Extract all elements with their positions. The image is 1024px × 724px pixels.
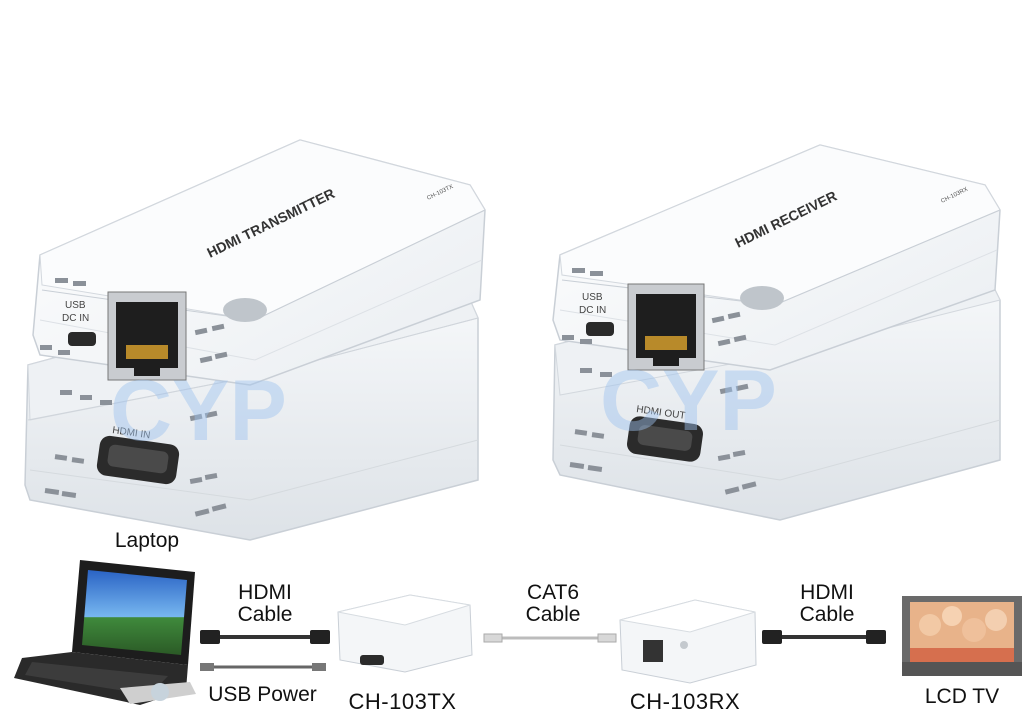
usb-label-line1: USB <box>582 292 603 303</box>
usb-label-line1: USB <box>65 300 86 311</box>
lcd-tv-image <box>902 596 1022 676</box>
laptop-label: Laptop <box>114 529 180 552</box>
usb-power-label: USB Power <box>208 683 317 706</box>
usb-dc-in-port <box>586 322 614 336</box>
hdmi-cable-left <box>200 630 330 644</box>
hdmi-cable-left-label-1: HDMI <box>238 581 292 604</box>
hdmi-cable-right <box>762 630 886 644</box>
laptop-image <box>14 560 196 705</box>
receiver-top-view: HDMI RECEIVER CH-103RX USB DC IN <box>552 144 1001 371</box>
svg-text:CYP: CYP <box>110 363 287 459</box>
cat6-cable <box>483 633 617 643</box>
hdmi-cable-left-label-2: Cable <box>237 603 293 626</box>
usb-dc-in-port <box>68 332 96 346</box>
rj45-port <box>627 283 705 371</box>
ch-103rx-thumbnail <box>619 599 757 684</box>
receiver-unit: HDMI OUT HDMI RECEIVER CH-103RX USB DC I… <box>552 144 1001 521</box>
svg-text:CYP: CYP <box>600 353 777 449</box>
ch-103tx-label: CH-103TX <box>348 689 457 714</box>
ch-103tx-thumbnail <box>337 594 473 673</box>
usb-label-line2: DC IN <box>579 305 606 316</box>
transmitter-top-view: HDMI TRANSMITTER CH-103TX USB DC IN <box>32 139 486 386</box>
connection-diagram <box>14 560 1022 705</box>
led-indicator <box>740 286 784 310</box>
transmitter-unit: HDMI IN HDMI TRANSMITTER CH-103TX <box>24 139 486 541</box>
cat6-cable-label-2: Cable <box>525 603 581 626</box>
led-indicator <box>223 298 267 322</box>
hdmi-cable-right-label-1: HDMI <box>800 581 854 604</box>
hdmi-in-label: HDMI IN <box>112 425 152 441</box>
usb-power-cable <box>200 663 326 671</box>
usb-label-line2: DC IN <box>62 313 89 324</box>
ch-103rx-label: CH-103RX <box>629 689 741 714</box>
lcd-tv-label: LCD TV <box>924 685 1000 708</box>
cat6-cable-label-1: CAT6 <box>526 581 580 604</box>
hdmi-cable-right-label-2: Cable <box>799 603 855 626</box>
rj45-port <box>107 291 187 381</box>
watermark: CYP CYP <box>110 353 777 459</box>
